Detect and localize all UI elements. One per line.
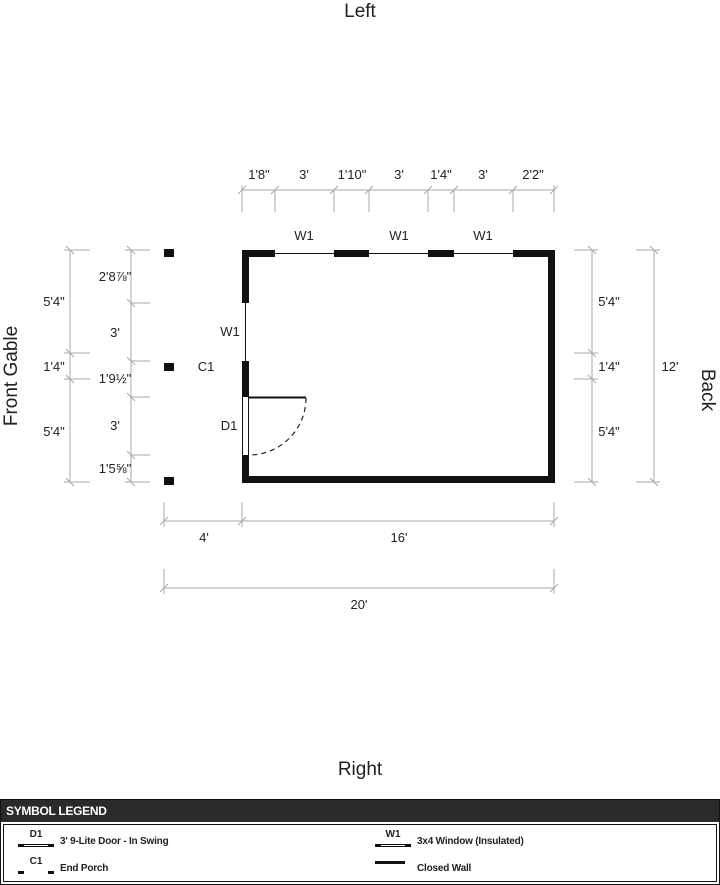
legend-item-door: D1 3' 9-Lite Door - In Swing [18, 829, 358, 853]
dim-label: 1'4" [430, 167, 452, 182]
porch-post [164, 477, 174, 485]
side-label-front-gable: Front Gable [1, 326, 22, 426]
side-label-back: Back [697, 369, 718, 412]
legend-item-porch: C1 End Porch [18, 856, 358, 880]
window-symbol-icon: W1 [375, 829, 411, 853]
left-dimension-labels: 5'4" 1'4" 5'4" 2'8⅞" 3' 1'9½" 3' 1'5⅝" [43, 269, 131, 476]
porch-post [164, 363, 174, 371]
window-label: W1 [389, 228, 409, 243]
dim-label: 3' [110, 418, 120, 433]
dim-label: 1'4" [598, 359, 620, 374]
legend-item-window: W1 3x4 Window (Insulated) [375, 829, 705, 853]
dim-label: 5'4" [598, 424, 620, 439]
front-window-label: W1 [220, 324, 240, 339]
dim-label: 5'4" [598, 294, 620, 309]
symbol-legend: SYMBOL LEGEND D1 3' 9-Lite Door - In Swi… [0, 799, 720, 885]
legend-label: Closed Wall [417, 863, 472, 874]
legend-item-closed-wall: Closed Wall [375, 856, 705, 880]
dim-label-total: 20' [351, 597, 368, 612]
legend-code: D1 [29, 829, 43, 840]
dim-label: 1'9½" [99, 371, 132, 386]
dim-label: 3' [394, 167, 404, 182]
dimension-lines [64, 185, 660, 594]
front-window [242, 303, 249, 361]
dim-label: 3' [478, 167, 488, 182]
porch-post [164, 249, 174, 257]
dim-label: 2'8⅞" [99, 269, 132, 284]
dim-label: 1'4" [43, 359, 65, 374]
dim-label: 5'4" [43, 294, 65, 309]
dim-label: 3' [110, 325, 120, 340]
dim-label-porch: 4' [199, 530, 209, 545]
top-windows [275, 250, 513, 257]
building-walls [242, 250, 555, 483]
porch-label: C1 [198, 359, 215, 374]
top-dimension-labels: 1'8" 3' 1'10" 3' 1'4" 3' 2'2" [248, 167, 544, 182]
porch-posts [164, 249, 174, 485]
door-swing-arc [248, 397, 307, 456]
legend-label: 3x4 Window (Insulated) [417, 836, 524, 847]
dim-label: 1'10" [338, 167, 367, 182]
legend-label: 3' 9-Lite Door - In Swing [60, 836, 169, 847]
porch-symbol-icon: C1 [18, 856, 54, 880]
side-label-left: Left [344, 1, 376, 22]
dim-label-building: 16' [391, 530, 408, 545]
dim-label: 1'5⅝" [99, 461, 132, 476]
dim-label: 2'2" [522, 167, 544, 182]
dim-label: 1'8" [248, 167, 270, 182]
dim-label: 5'4" [43, 424, 65, 439]
front-element-labels: W1 C1 D1 [198, 324, 240, 433]
legend-body: D1 3' 9-Lite Door - In Swing W1 3x4 Wind… [3, 824, 717, 882]
closed-wall-symbol-icon [375, 856, 411, 880]
legend-title: SYMBOL LEGEND [1, 800, 719, 822]
bottom-dimension-labels: 4' 16' 20' [199, 530, 407, 612]
side-label-right: Right [338, 759, 383, 780]
window-label: W1 [473, 228, 493, 243]
dim-label: 3' [299, 167, 309, 182]
legend-label: End Porch [60, 863, 109, 874]
front-door [242, 396, 307, 456]
window-label: W1 [294, 228, 314, 243]
door-symbol-icon: D1 [18, 829, 54, 853]
legend-code: C1 [29, 856, 43, 867]
door-label: D1 [221, 418, 238, 433]
legend-code: W1 [385, 829, 401, 840]
right-dimension-labels: 5'4" 1'4" 5'4" 12' [598, 294, 678, 439]
floor-plan: Left Right Front Gable Back [1, 1, 718, 780]
top-window-labels: W1 W1 W1 [294, 228, 493, 243]
dim-label: 12' [662, 359, 679, 374]
